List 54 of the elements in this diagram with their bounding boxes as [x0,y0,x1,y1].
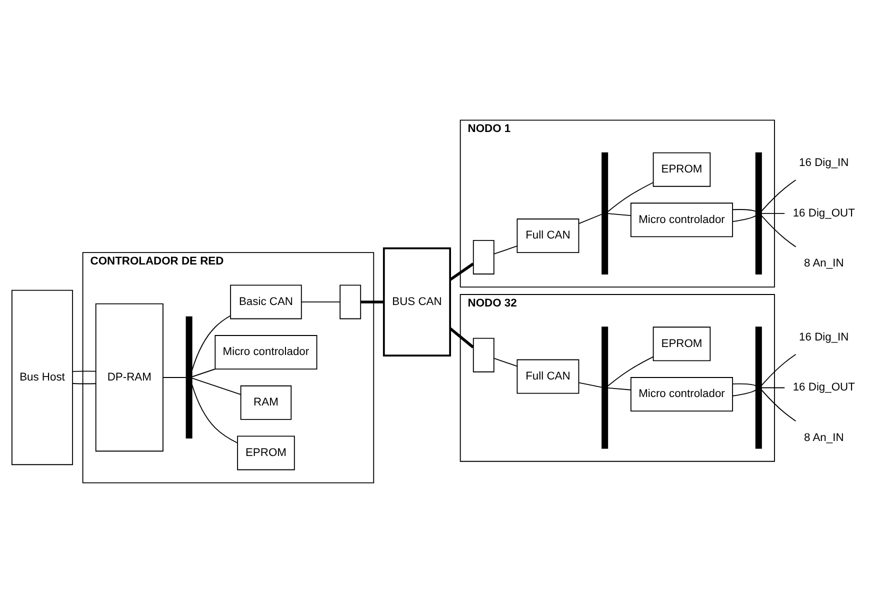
node-box: EPROM [237,436,295,470]
connector [578,214,602,224]
connector [761,354,796,386]
node-box: BUS CAN [382,247,452,356]
node-box: DP-RAM [95,303,164,452]
connector [732,383,756,386]
connector [72,370,96,372]
connector [494,358,518,367]
connector [449,327,474,348]
node-bar [602,152,608,274]
connector [578,382,602,388]
node-text: 16 Dig_IN [799,156,849,169]
node-box: Basic CAN [230,284,302,320]
node-box [472,338,494,372]
connector [608,182,654,212]
node-text: 16 Dig_IN [799,331,849,344]
connector [191,384,238,444]
connector [162,377,187,378]
connector [191,315,231,371]
connector [72,383,96,384]
connector [607,387,632,390]
connector [494,246,518,254]
connector [732,215,756,222]
connector [761,215,796,248]
node-box: Micro controlador [630,377,733,412]
connector [192,378,241,395]
node-box: Micro controlador [630,202,733,238]
connector [761,390,796,422]
node-box [340,284,362,320]
connector [761,387,786,388]
node-text: 8 An_IN [804,258,844,270]
node-bar [755,326,762,449]
node-text: 8 An_IN [804,432,844,444]
connector [192,368,216,378]
node-box: Full CAN [516,218,580,254]
connector [732,209,756,212]
connector [761,180,796,212]
node-box: EPROM [652,326,711,362]
node-box: RAM [240,385,292,420]
connector [607,213,632,216]
node-box [472,240,494,274]
node-bar [602,326,608,449]
node-box: Bus Host [11,290,73,466]
node-box: Full CAN [516,359,580,394]
node-text: 16 Dig_OUT [792,382,855,394]
node-box: EPROM [652,152,711,187]
node-bar [755,152,762,274]
connector [732,390,756,396]
node-box: Micro controlador [214,335,318,370]
connector [608,356,654,386]
connector [360,300,384,304]
node-bar [186,316,192,439]
connector [761,212,786,214]
node-text: 16 Dig_OUT [792,207,855,220]
